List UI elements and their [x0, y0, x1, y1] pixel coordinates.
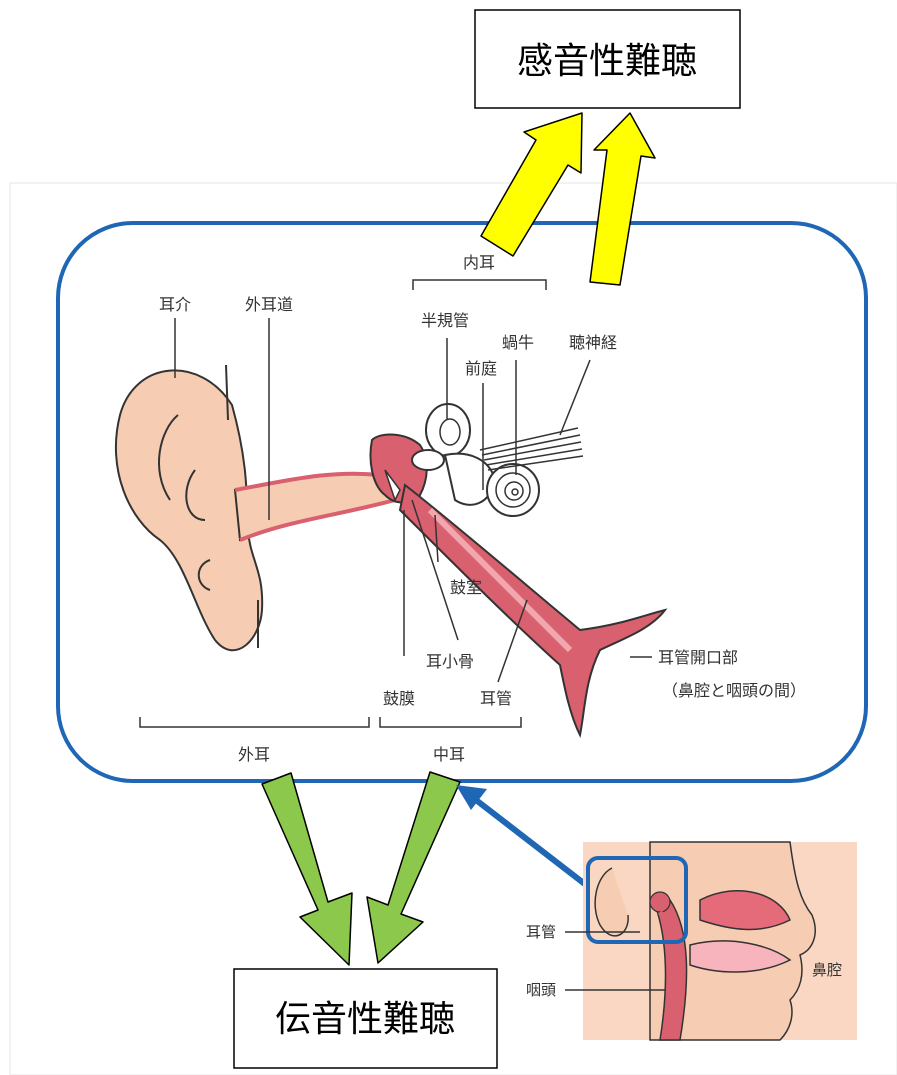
conductive-box: 伝音性難聴 [234, 969, 497, 1068]
conductive-label: 伝音性難聴 [275, 999, 455, 1040]
sensorineural-box: 感音性難聴 [475, 10, 740, 108]
eardrum-label: 鼓膜 [383, 689, 415, 708]
inset-nasal-cavity-label: 鼻腔 [812, 961, 842, 979]
sensorineural-label: 感音性難聴 [517, 41, 697, 82]
tube-opening-note: （鼻腔と咽頭の間） [662, 681, 806, 700]
tube-opening-label: 耳管開口部 [658, 648, 738, 667]
eustachian-tube-label: 耳管 [480, 689, 512, 708]
tympanic-cavity-label: 鼓室 [450, 578, 482, 597]
outer-ear-label: 外耳 [238, 745, 270, 764]
inset-eustachian-label: 耳管 [526, 923, 556, 941]
inset-pharynx-label: 咽頭 [526, 981, 556, 999]
vestibule-label: 前庭 [465, 359, 497, 378]
semicircular-canals-label: 半規管 [421, 311, 469, 330]
ossicles-label: 耳小骨 [426, 652, 474, 671]
pinna-label: 耳介 [159, 295, 191, 314]
middle-ear-label: 中耳 [433, 745, 465, 764]
inner-ear-label: 内耳 [463, 253, 495, 272]
auditory-nerve-label: 聴神経 [569, 333, 617, 352]
cochlea-label: 蝸牛 [502, 333, 534, 352]
ear-canal-label: 外耳道 [245, 295, 293, 314]
